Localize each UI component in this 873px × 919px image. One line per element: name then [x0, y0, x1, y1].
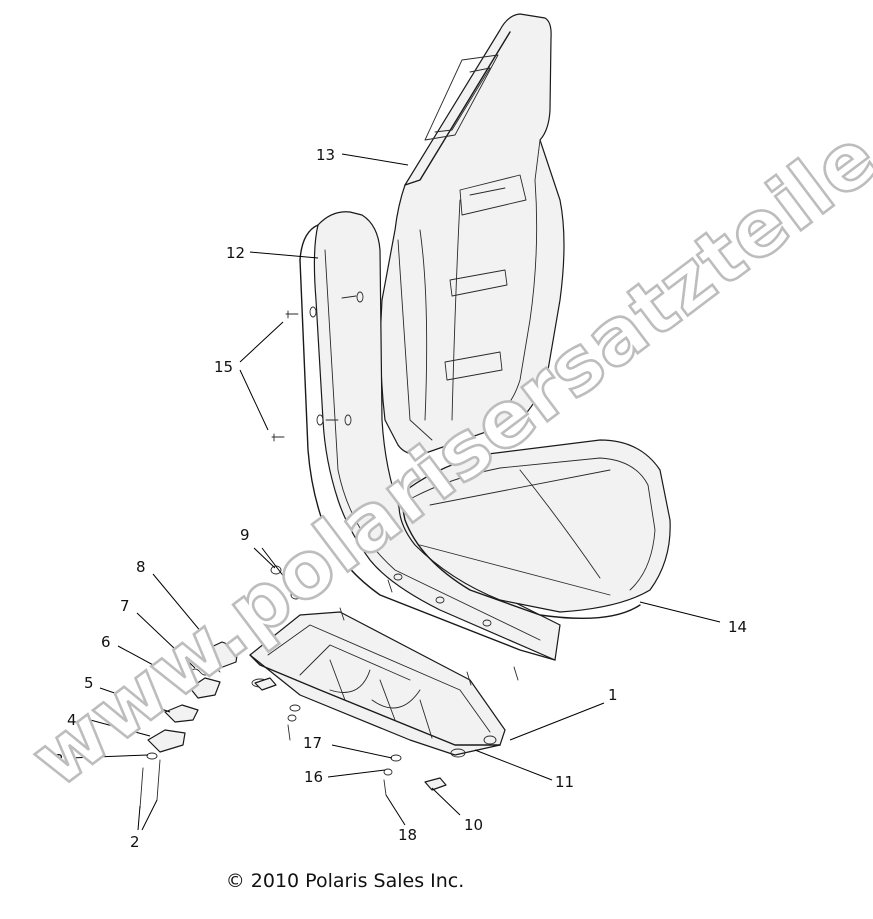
- callout-5: 5: [84, 674, 94, 692]
- copyright-notice: © 2010 Polaris Sales Inc.: [225, 870, 465, 892]
- callout-1: 1: [608, 686, 618, 704]
- side-trim-part: [299, 211, 561, 661]
- callout-labels: 13 12 15 9 8 7 6 5 4 3 2 1 11 10 14 17 1…: [54, 146, 747, 851]
- callout-6: 6: [101, 633, 111, 651]
- callout-8: 8: [136, 558, 146, 576]
- callout-11: 11: [555, 773, 574, 791]
- callout-14: 14: [728, 618, 747, 636]
- seat-bottom-part: [398, 439, 671, 620]
- callout-12: 12: [226, 244, 245, 262]
- callout-18: 18: [398, 826, 417, 844]
- callout-7: 7: [120, 597, 130, 615]
- callout-2: 2: [130, 833, 140, 851]
- callout-4: 4: [67, 711, 77, 729]
- callout-10: 10: [464, 816, 483, 834]
- callout-15: 15: [214, 358, 233, 376]
- seat-back-part: [379, 13, 565, 456]
- callout-17: 17: [303, 734, 322, 752]
- callout-9: 9: [240, 526, 250, 544]
- leader-lines: [69, 153, 721, 831]
- seat-base-part: [249, 611, 506, 758]
- hardware-parts: [139, 295, 519, 809]
- callout-3: 3: [54, 751, 64, 769]
- callout-13: 13: [316, 146, 335, 164]
- callout-16: 16: [304, 768, 323, 786]
